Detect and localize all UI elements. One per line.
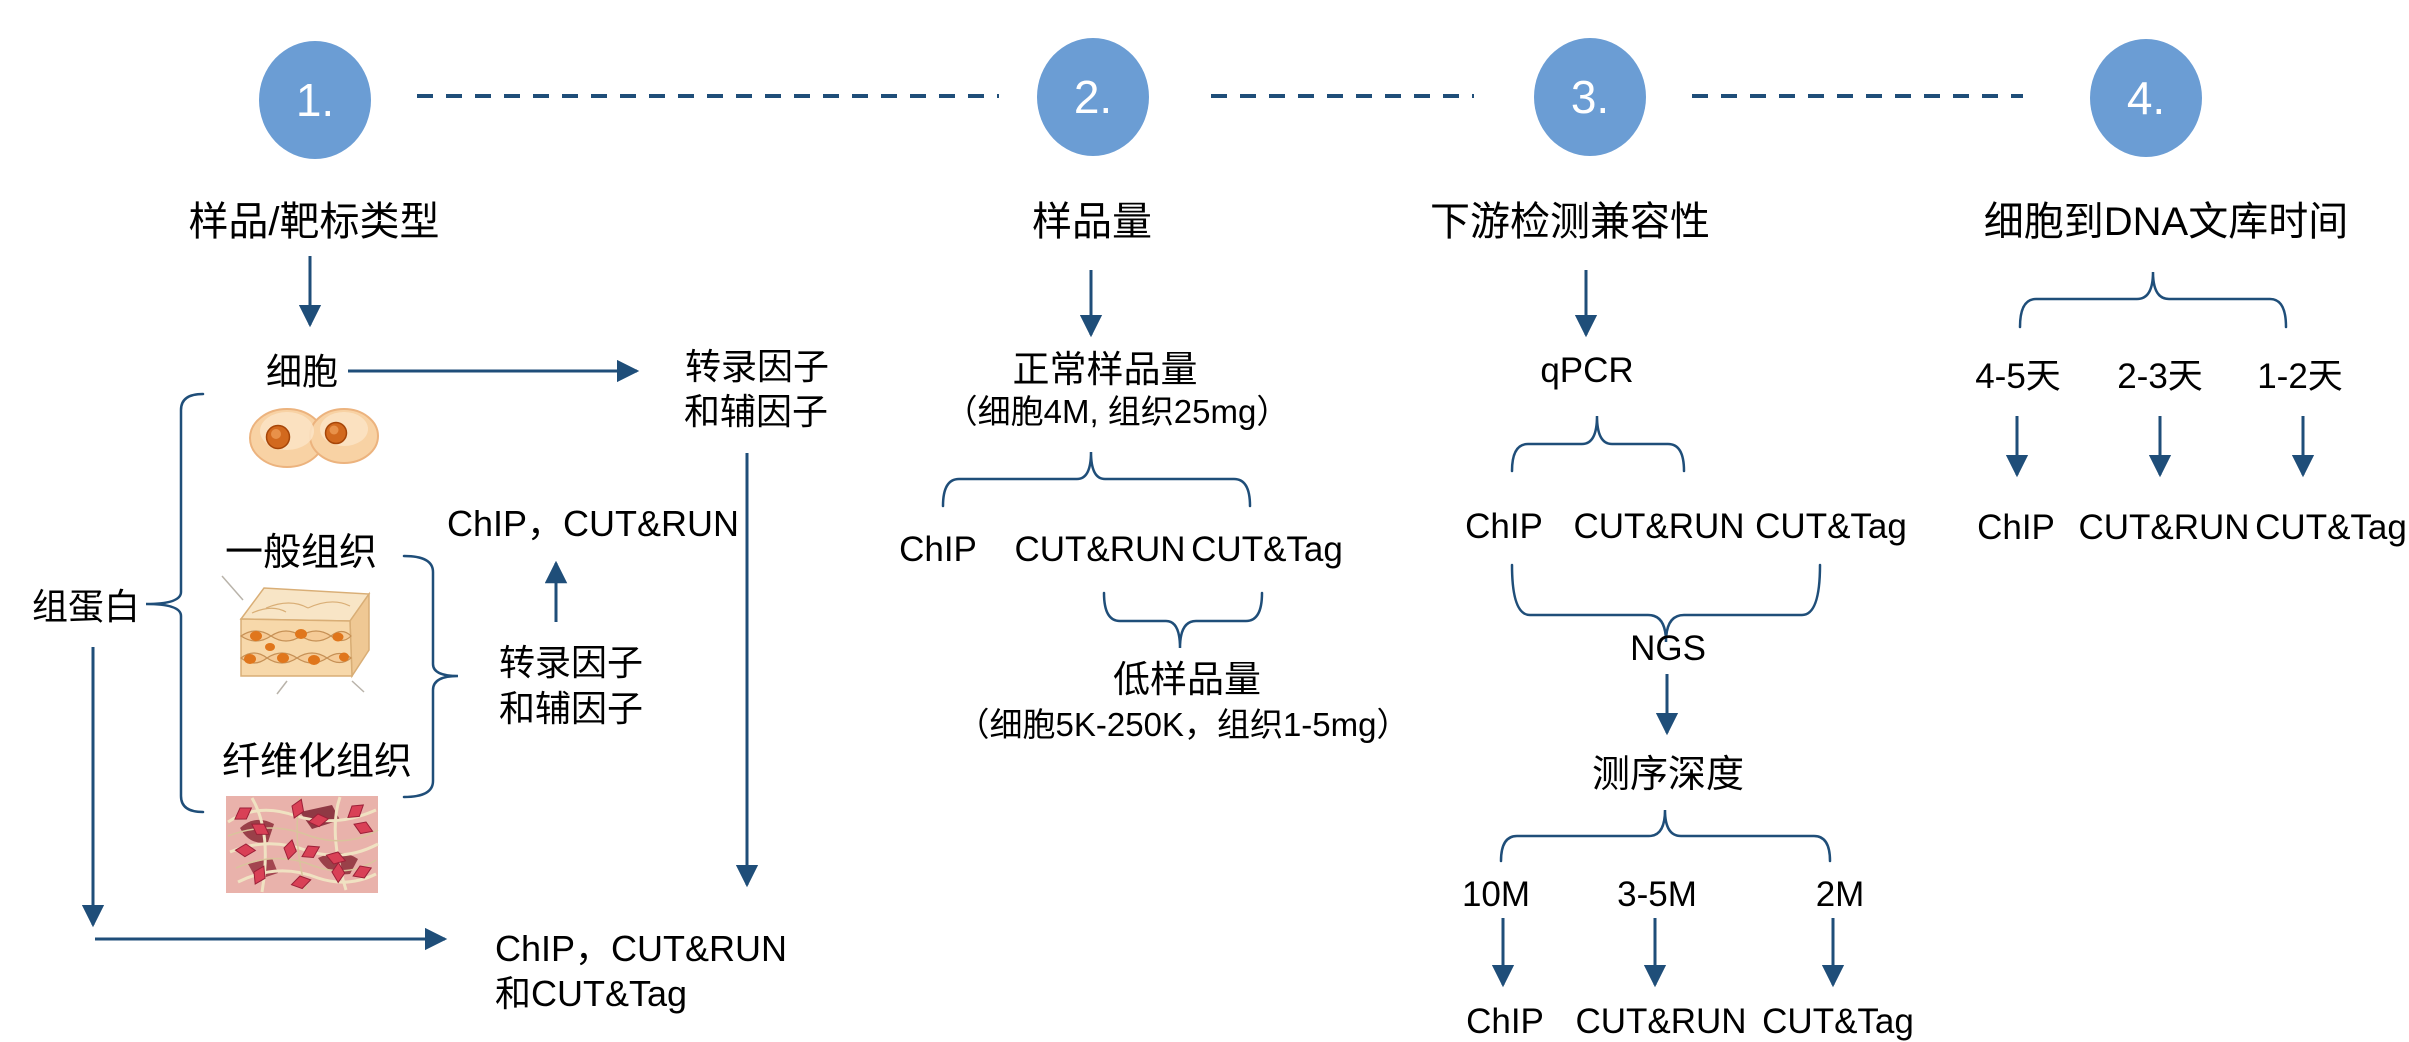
- step-2-number: 2.: [1073, 71, 1113, 123]
- braces: [145, 271, 2288, 863]
- s4-method-cuttag: CUT&Tag: [2255, 508, 2407, 547]
- s2-method-cuttag: CUT&Tag: [1191, 530, 1343, 569]
- normal-sample-detail: （细胞4M, 组织25mg）: [944, 393, 1290, 430]
- s4-method-cutrun: CUT&RUN: [2078, 508, 2250, 547]
- brace-histone-left: [145, 392, 205, 814]
- brace-s2-low: [1102, 591, 1264, 649]
- s3-method-cutrun: CUT&RUN: [1573, 507, 1745, 546]
- brace-s3-ngs: [1510, 563, 1822, 643]
- brace-s2-normal: [941, 451, 1252, 508]
- tf-cofactor-mid-line1: 转录因子: [498, 642, 644, 683]
- s3-method-chip: ChIP: [1465, 507, 1543, 546]
- tf-cofactor-top-line1: 转录因子: [684, 346, 830, 387]
- tf-cofactor-mid-line2: 和辅因子: [498, 688, 644, 729]
- step-4-title: 细胞到DNA文库时间: [1983, 200, 2349, 244]
- s3-depth-method-cutrun: CUT&RUN: [1575, 1002, 1747, 1041]
- s3-depth-method-chip: ChIP: [1466, 1002, 1544, 1041]
- step-3-badge: 3.: [1534, 38, 1646, 156]
- low-sample-detail: （细胞5K-250K，组织1-5mg）: [956, 706, 1410, 743]
- general-tissue-label: 一般组织: [224, 532, 378, 574]
- low-sample-title: 低样品量: [1113, 659, 1261, 700]
- depth-3-5m: 3-5M: [1617, 875, 1697, 914]
- depth-2m: 2M: [1815, 875, 1865, 914]
- brace-s4-days: [2018, 271, 2288, 329]
- fibrotic-tissue-image: [226, 796, 379, 893]
- step-4-badge: 4.: [2090, 39, 2202, 157]
- ngs-label: NGS: [1630, 629, 1706, 668]
- methods-all-line1: ChIP，CUT&RUN: [495, 928, 788, 969]
- step-3-number: 3.: [1570, 71, 1610, 123]
- s4-method-chip: ChIP: [1977, 508, 2055, 547]
- step-3-title: 下游检测兼容性: [1430, 200, 1710, 244]
- step-4-number: 4.: [2126, 72, 2166, 124]
- cell-label: 细胞: [265, 351, 339, 392]
- methods-all-line2: 和CUT&Tag: [495, 973, 688, 1014]
- step-1-badge: 1.: [259, 41, 371, 159]
- s3-depth-method-cuttag: CUT&Tag: [1762, 1002, 1914, 1041]
- duration-4-5d: 4-5天: [1975, 357, 2061, 396]
- normal-sample-title: 正常样品量: [1012, 349, 1198, 390]
- step-2-badge: 2.: [1037, 38, 1149, 156]
- duration-1-2d: 1-2天: [2257, 357, 2343, 396]
- brace-tissue-right: [402, 554, 459, 799]
- s2-method-cutrun: CUT&RUN: [1014, 530, 1186, 569]
- qpcr-label: qPCR: [1540, 351, 1634, 390]
- step-1-number: 1.: [295, 74, 335, 126]
- general-tissue-image: [221, 575, 371, 695]
- sequencing-depth-title: 测序深度: [1591, 754, 1745, 796]
- step-2-title: 样品量: [1032, 200, 1152, 244]
- s3-method-cuttag: CUT&Tag: [1755, 507, 1907, 546]
- flow-arrows: [81, 256, 2315, 988]
- brace-s3-depth: [1499, 809, 1832, 863]
- tf-cofactor-top-line2: 和辅因子: [683, 391, 829, 432]
- depth-10m: 10M: [1461, 875, 1531, 914]
- brace-s3-qpcr: [1510, 415, 1686, 473]
- step-1-title: 样品/靶标类型: [188, 200, 440, 244]
- fibrotic-tissue-label: 纤维化组织: [221, 741, 413, 783]
- cell-image: [249, 408, 379, 468]
- duration-2-3d: 2-3天: [2117, 357, 2203, 396]
- s2-method-chip: ChIP: [899, 530, 977, 569]
- histone-label: 组蛋白: [31, 586, 141, 627]
- methods-tissue-tf-label: ChIP，CUT&RUN: [446, 503, 740, 544]
